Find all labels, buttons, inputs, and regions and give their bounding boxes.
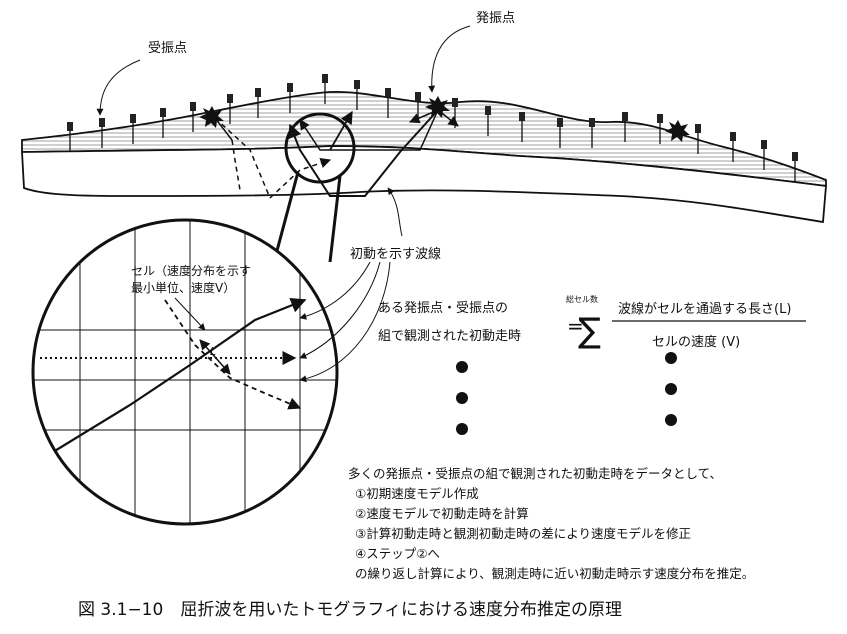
geophone-icon [485,106,491,136]
ray-solid-5 [214,117,233,141]
geophone-icon [322,74,328,104]
lower-layer [21,145,827,224]
geophone-icon [622,112,628,142]
geophone-icon [67,122,73,152]
ground-section [21,90,827,224]
wave-label: 初動を示す波線 [350,246,441,262]
shot-burst-icon [425,96,450,118]
ray-solid-2 [299,109,439,151]
ray-solid-3 [409,109,439,124]
procedure-outro: の繰り返し計算により、観測走時に近い初動走時示す速度分布を推定。 [355,566,754,581]
procedure-step-2: ②速度モデルで初動走時を計算 [355,506,529,521]
wave-callout-1 [299,261,371,320]
source-label: 発振点 [476,11,515,26]
geophone-icon [227,94,233,124]
lens-connector-left [272,171,300,263]
receiver-callout [96,59,141,116]
geophone-icon [255,88,261,118]
source-callout [428,25,471,93]
geophone-icon [190,102,196,132]
procedure-step-3: ③計算初動走時と観測初動走時の差により速度モデルを修正 [355,526,691,541]
ray-dashed-2 [231,139,241,191]
procedure-step-4: ④ステップ②へ [355,546,440,561]
procedure: 多くの発振点・受振点の組で観測された初動走時をデータとして、 ①初期速度モデル作… [348,466,754,581]
geophone-icon [160,108,166,138]
wave-callout-2 [299,261,381,359]
ray-solid-1 [288,109,439,197]
shot-points [199,96,690,142]
focus-circle [284,112,356,184]
wave-callout-3 [299,261,391,383]
lens-connector-right [328,175,342,263]
formula-lhs-line2: 組で観測された初動走時 [378,329,521,344]
ray-solid-6 [329,110,353,151]
geophone-icon [557,118,563,148]
cell-label-leader [174,297,206,331]
formula-sigma-label: 総セル数 [566,294,598,304]
ray-paths [214,109,459,199]
formula-equals: = [567,314,584,338]
ray-solid-4 [437,109,459,127]
geophone-icon [657,114,663,144]
cell-length-marker [199,339,231,375]
cell-label-line1: セル（速度分布を示す [131,263,251,278]
shot-burst-icon [199,106,224,128]
figure-caption: 図 3.1−10 屈折波を用いたトモグラフィにおける速度分布推定の原理 [78,600,622,620]
geophone-icon [589,118,595,148]
receiver-row [67,74,798,182]
formula-sigma: ∑ [578,311,601,351]
formula-denominator: セルの速度 (V) [652,334,740,350]
magnified-lens: セル（速度分布を示す 最小単位、速度V） L [31,218,339,526]
geophone-icon [99,118,105,148]
cell-label-line2: 最小単位、速度V） [131,280,235,295]
ray-dashed-lens [164,299,302,410]
wave-callout-top [387,187,403,237]
procedure-intro: 多くの発振点・受振点の組で観測された初動走時をデータとして、 [348,466,722,481]
ray-dashed-3 [269,158,331,199]
formula: ある発振点・受振点の 組で観測された初動走時 = 総セル数 ∑ 波線がセルを通過… [378,294,806,351]
geophone-icon [519,112,525,142]
receiver-label: 受振点 [148,41,187,56]
geophone-icon [130,114,136,144]
continuation-dots [456,352,677,435]
procedure-step-1: ①初期速度モデル作成 [355,486,479,501]
geophone-icon [385,88,391,118]
shot-burst-icon [665,120,690,142]
geophone-icon [695,124,701,154]
geophone-icon [792,152,798,182]
geophone-icon [354,80,360,110]
ray-dashed-1 [214,117,271,199]
ray-solid-lens [39,297,307,461]
geophone-icon [287,83,293,113]
cell-length-label: L [210,345,216,358]
geophone-icon [730,132,736,162]
callouts [96,25,471,383]
formula-numerator: 波線がセルを通過する長さ(L) [618,301,791,317]
formula-lhs-line1: ある発振点・受振点の [378,301,508,316]
geophone-icon [761,140,767,170]
